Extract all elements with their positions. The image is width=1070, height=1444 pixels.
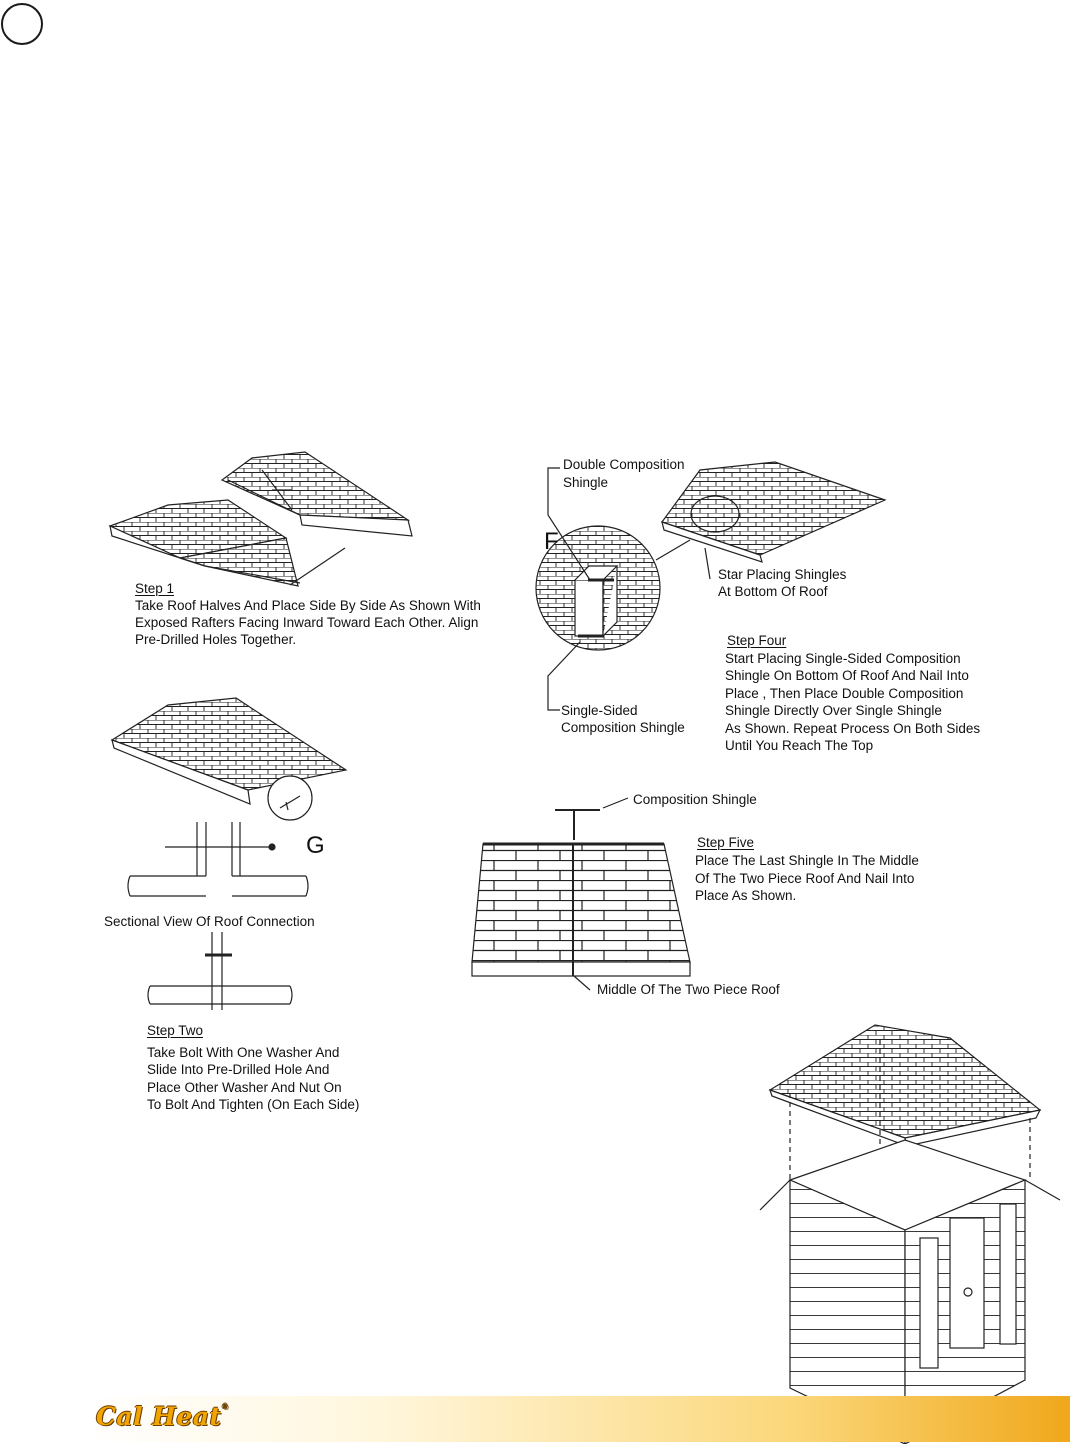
step4-line-1: Start Placing Single-Sided Composition xyxy=(725,651,961,666)
step5-line-3: Place As Shown. xyxy=(695,888,797,903)
step4-line-2: Shingle On Bottom Of Roof And Nail Into xyxy=(725,668,969,683)
step4-shingle-placement xyxy=(535,461,887,711)
step4-line-5: As Shown. Repeat Process On Both Sides xyxy=(725,721,981,736)
step1-title: Step 1 xyxy=(135,581,175,596)
detail-letter-f: F xyxy=(544,528,559,555)
label-composition-shingle: Composition Shingle xyxy=(633,792,757,807)
step5-last-shingle xyxy=(471,797,691,991)
step2-line-4: To Bolt And Tighten (On Each Side) xyxy=(147,1097,360,1112)
step1-line-1: Take Roof Halves And Place Side By Side … xyxy=(135,598,481,613)
step5-line-2: Of The Two Piece Roof And Nail Into xyxy=(695,871,915,886)
step1-line-2: Exposed Rafters Facing Inward Toward Eac… xyxy=(135,615,479,630)
footer-bar xyxy=(85,1396,1070,1442)
label-start-1: Star Placing Shingles xyxy=(718,567,847,582)
step5-title: Step Five xyxy=(697,835,755,850)
step2-line-2: Slide Into Pre-Drilled Hole And xyxy=(147,1062,330,1077)
label-double-2: Shingle xyxy=(563,475,609,490)
step4-title: Step Four xyxy=(727,633,787,648)
step4-line-3: Place , Then Place Double Composition xyxy=(725,686,964,701)
label-double-1: Double Composition xyxy=(563,457,685,472)
step2-roof-connection xyxy=(110,697,348,1010)
sectional-caption: Sectional View Of Roof Connection xyxy=(104,914,315,929)
step1-roof-halves xyxy=(108,451,413,587)
page-number-circle xyxy=(1,3,43,45)
step4-line-4: Shingle Directly Over Single Shingle xyxy=(725,703,942,718)
step2-line-1: Take Bolt With One Washer And xyxy=(147,1045,340,1060)
final-shed-assembly xyxy=(759,1024,1061,1444)
cal-heat-logo: Cal Heat® xyxy=(96,1402,230,1431)
step2-title: Step Two xyxy=(147,1023,204,1038)
label-single-1: Single-Sided xyxy=(561,703,638,718)
label-middle-roof: Middle Of The Two Piece Roof xyxy=(597,982,780,997)
step5-line-1: Place The Last Shingle In The Middle xyxy=(695,853,919,868)
step1-line-3: Pre-Drilled Holes Together. xyxy=(135,632,297,647)
step4-line-6: Until You Reach The Top xyxy=(725,738,874,753)
step2-line-3: Place Other Washer And Nut On xyxy=(147,1080,342,1095)
label-single-2: Composition Shingle xyxy=(561,720,685,735)
detail-letter-g: G xyxy=(306,832,325,859)
label-start-2: At Bottom Of Roof xyxy=(718,584,828,599)
